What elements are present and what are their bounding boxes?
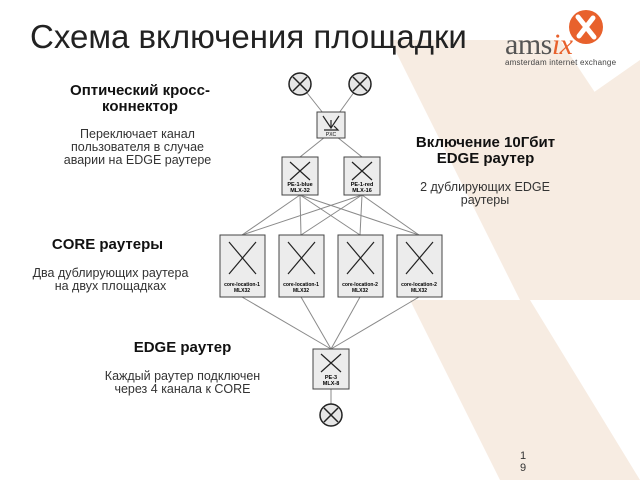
core-router-2-line1: core-location-1 [283, 282, 319, 288]
core-router-4-line2: MLX32 [411, 288, 427, 294]
core-router-3-line1: core-location-2 [342, 282, 378, 288]
pe-1-blue-line2: MLX-32 [290, 188, 310, 194]
core-router-1-line2: MLX32 [234, 288, 250, 294]
core-router-2: core-location-1 MLX32 [278, 234, 325, 298]
pe-3-line1: PE-3 [325, 375, 337, 381]
client-top-right-icon [348, 72, 372, 96]
logo-wordmark: amsix [505, 28, 573, 62]
core-router-1: core-location-1 MLX32 [219, 234, 266, 298]
logo-subtitle: amsterdam internet exchange [505, 58, 617, 67]
pxc-label: PXC [326, 132, 337, 138]
optical-heading: Оптический кросс-коннектор [70, 82, 210, 115]
amsix-mark-icon [569, 10, 603, 44]
pe-3-line2: MLX-8 [323, 381, 340, 387]
pe-1-red-line2: MLX-16 [352, 188, 372, 194]
core-heading: CORE раутеры [51, 236, 164, 253]
page-number-digit-1: 1 [519, 450, 527, 462]
pe-1-red-node: PE-1-red MLX-16 [343, 156, 381, 196]
pxc-node: PXC [316, 111, 346, 139]
edge-heading: EDGE раутер [133, 339, 232, 356]
pe-1-red-line1: PE-1-red [351, 182, 374, 188]
logo-word-accent: ix [551, 28, 573, 61]
core-router-3: core-location-2 MLX32 [337, 234, 384, 298]
amsix-logo: amsix amsterdam internet exchange [505, 8, 635, 68]
pe-1-blue-line1: PE-1-blue [287, 182, 312, 188]
client-bottom-icon [319, 403, 343, 427]
core-router-1-line1: core-location-1 [224, 282, 260, 288]
slide-title: Схема включения площадки [30, 18, 467, 55]
logo-word-plain: ams [505, 28, 552, 61]
page-number-digit-2: 9 [519, 462, 527, 474]
core-router-3-line2: MLX32 [352, 288, 368, 294]
core-router-2-line2: MLX32 [293, 288, 309, 294]
core-router-4-line1: core-location-2 [401, 282, 437, 288]
pe-3-node: PE-3 MLX-8 [312, 348, 350, 390]
pe-1-blue-node: PE-1-blue MLX-32 [281, 156, 319, 196]
page-number: 1 9 [517, 450, 529, 474]
core-router-4: core-location-2 MLX32 [396, 234, 443, 298]
client-top-left-icon [288, 72, 312, 96]
